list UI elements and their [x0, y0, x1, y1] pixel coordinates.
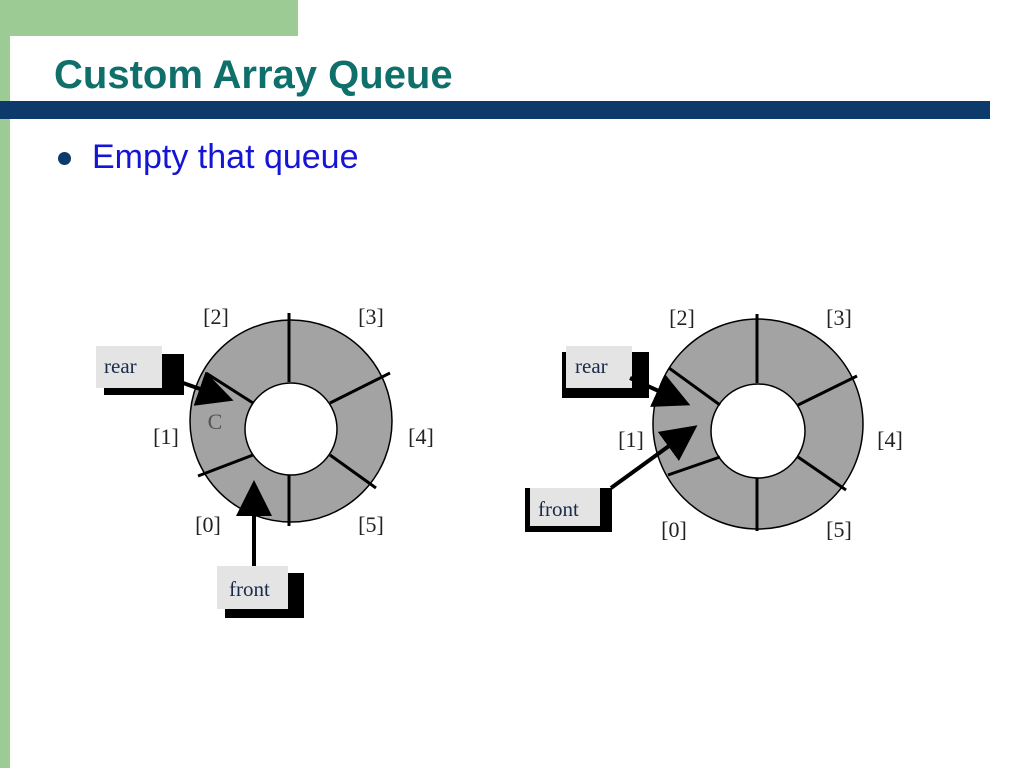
slot-index-label: [5] — [358, 512, 384, 537]
rear-arrow — [162, 371, 234, 406]
rear-pointer-box: rear — [562, 346, 649, 398]
slot-divider — [197, 453, 254, 478]
ring-hole — [244, 382, 338, 476]
queue-diagram-1: [0] [1] [2] [3] [4] [5] C rear front — [96, 304, 434, 618]
slot-index-label: [1] — [618, 427, 644, 452]
bullet-dot — [58, 152, 71, 165]
bullet-text: Empty that queue — [92, 138, 359, 176]
accent-bar-top — [0, 0, 298, 36]
slot-index-label: [2] — [203, 304, 229, 329]
front-label: front — [538, 497, 579, 521]
slot-divider — [329, 371, 391, 405]
rear-pointer-box: rear — [96, 346, 184, 395]
queue-diagram-2: [0] [1] [2] [3] [4] [5] rear front — [525, 305, 903, 542]
slide-title: Custom Array Queue — [54, 53, 453, 97]
queue-ring — [189, 313, 393, 526]
slot-index-label: [5] — [826, 517, 852, 542]
slot-divider — [797, 374, 858, 407]
slot-index-label: [1] — [153, 424, 179, 449]
slot-content: C — [208, 409, 223, 434]
slot-index-label: [0] — [661, 517, 687, 542]
front-pointer-box: front — [217, 566, 304, 618]
rear-label: rear — [575, 354, 608, 378]
rear-arrow — [629, 374, 691, 407]
rear-label: rear — [104, 354, 137, 378]
title-underline-bar — [0, 101, 990, 119]
front-label: front — [229, 577, 270, 601]
front-pointer-box: front — [525, 488, 612, 532]
slot-divider — [797, 455, 847, 492]
slot-index-label: [4] — [408, 424, 434, 449]
ring-hole — [710, 383, 806, 479]
slot-divider — [329, 453, 377, 490]
front-arrow — [609, 425, 698, 490]
queue-ring — [652, 314, 864, 531]
slot-index-label: [0] — [195, 512, 221, 537]
slot-index-label: [3] — [826, 305, 852, 330]
slot-index-label: [2] — [669, 305, 695, 330]
slot-index-label: [4] — [877, 427, 903, 452]
slot-index-label: [3] — [358, 304, 384, 329]
accent-bar-left — [0, 0, 10, 768]
slot-divider — [667, 455, 721, 477]
